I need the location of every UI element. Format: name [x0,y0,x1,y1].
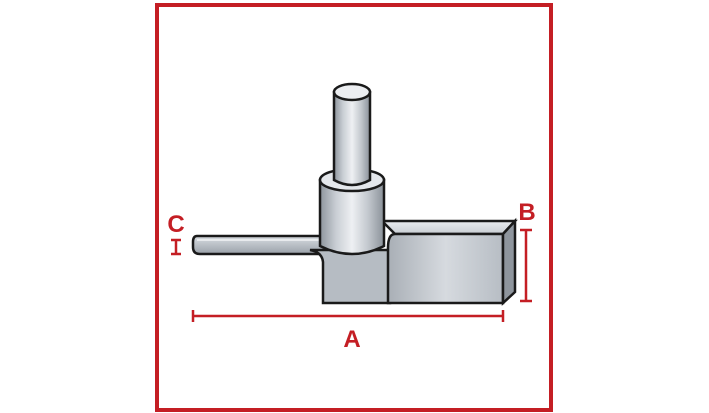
dimension-b: B [518,199,536,303]
dimension-c: C [167,211,185,256]
dimension-a-label: A [343,326,360,353]
flat-plate [378,217,518,306]
dimension-c-label: C [167,211,184,238]
red-border-frame [155,3,553,412]
lower-block [309,248,392,305]
dimension-a: A [191,310,505,353]
dimension-b-label: B [518,199,535,226]
pin-cylinder [332,82,372,187]
